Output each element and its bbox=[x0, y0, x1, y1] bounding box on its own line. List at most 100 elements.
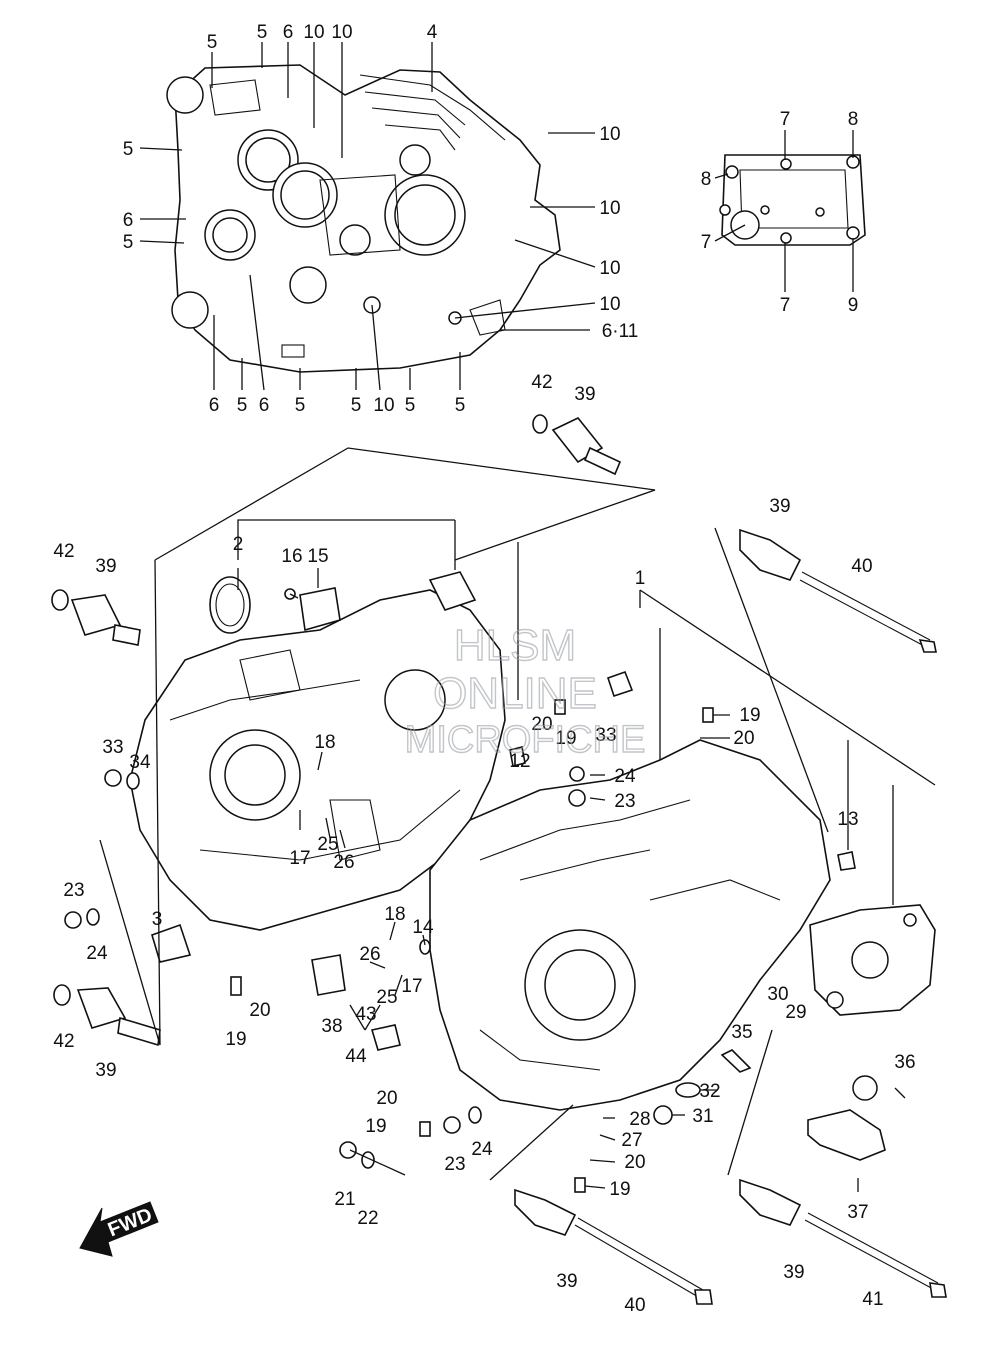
callout: 18 bbox=[314, 732, 335, 753]
leader-lines bbox=[99, 42, 936, 1192]
callout: 6 bbox=[283, 22, 294, 43]
callout: 39 bbox=[95, 1060, 116, 1081]
callout: 34 bbox=[129, 752, 151, 773]
callout: 6 bbox=[209, 395, 220, 416]
callout: 12 bbox=[509, 751, 530, 772]
callout: 24 bbox=[614, 766, 636, 787]
callout: 40 bbox=[851, 556, 872, 577]
fwd-arrow-icon: FWD bbox=[79, 1201, 159, 1257]
callout: 4 bbox=[427, 22, 438, 43]
callout: 5 bbox=[207, 32, 218, 53]
callout: 28 bbox=[629, 1109, 650, 1130]
callout: 31 bbox=[692, 1106, 713, 1127]
callout: 30 bbox=[767, 984, 788, 1005]
callout: 7 bbox=[701, 232, 712, 253]
callout: 19 bbox=[365, 1116, 386, 1137]
callout: 17 bbox=[401, 976, 422, 997]
callout: 32 bbox=[699, 1081, 720, 1102]
callout: 20 bbox=[531, 714, 552, 735]
callout: 22 bbox=[357, 1208, 378, 1229]
callout: 39 bbox=[556, 1271, 577, 1292]
callout: 43 bbox=[355, 1004, 376, 1025]
callout: 39 bbox=[783, 1262, 804, 1283]
callout: 39 bbox=[769, 496, 790, 517]
callout: 19 bbox=[225, 1029, 246, 1050]
callout: 33 bbox=[102, 737, 123, 758]
callout: 1 bbox=[635, 568, 646, 589]
callout: 5 bbox=[123, 232, 134, 253]
callout: 13 bbox=[837, 809, 858, 830]
callout: 18 bbox=[384, 904, 405, 925]
callout: 2 bbox=[233, 534, 244, 555]
callout: 24 bbox=[471, 1139, 493, 1160]
callout: 7 bbox=[780, 295, 791, 316]
callout: 38 bbox=[321, 1016, 342, 1037]
callout: 10 bbox=[599, 124, 620, 145]
callout: 7 bbox=[780, 109, 791, 130]
callout: 6 bbox=[123, 210, 134, 231]
callout: 39 bbox=[574, 384, 595, 405]
callout: 10 bbox=[599, 198, 620, 219]
callout: 42 bbox=[53, 1031, 74, 1052]
callout: 6 bbox=[259, 395, 270, 416]
callout: 23 bbox=[444, 1154, 465, 1175]
callout: 10 bbox=[599, 258, 620, 279]
callout: 20 bbox=[376, 1088, 397, 1109]
callout: 19 bbox=[609, 1179, 630, 1200]
callout: 5 bbox=[405, 395, 416, 416]
callout: 5 bbox=[257, 22, 268, 43]
watermark: HLSM ONLINE MICROFICHE bbox=[404, 620, 646, 761]
callout: 5 bbox=[295, 395, 306, 416]
callout: 26 bbox=[359, 944, 380, 965]
callout: 26 bbox=[333, 852, 354, 873]
callout: 9 bbox=[848, 295, 859, 316]
callout-labels: 5 5 6 10 10 4 5 6 5 10 10 10 10 6·11 6 5… bbox=[53, 22, 915, 1316]
callout: 5 bbox=[123, 139, 134, 160]
left-crankcase-half bbox=[129, 589, 506, 931]
watermark-line-3: MICROFICHE bbox=[405, 719, 646, 761]
callout: 24 bbox=[86, 943, 108, 964]
callout: 21 bbox=[334, 1189, 355, 1210]
callout: 39 bbox=[95, 556, 116, 577]
watermark-line-1: HLSM bbox=[454, 621, 576, 670]
cover-plate-view bbox=[719, 154, 866, 246]
callout: 6·11 bbox=[602, 321, 639, 342]
callout: 5 bbox=[237, 395, 248, 416]
callout: 17 bbox=[289, 848, 310, 869]
callout: 16 bbox=[281, 546, 302, 567]
callout: 3 bbox=[152, 909, 163, 930]
right-crankcase-half bbox=[429, 739, 831, 1111]
callout: 10 bbox=[373, 395, 394, 416]
callout: 10 bbox=[599, 294, 620, 315]
callout: 20 bbox=[249, 1000, 270, 1021]
callout: 41 bbox=[862, 1289, 883, 1310]
callout: 5 bbox=[455, 395, 466, 416]
side-cover bbox=[809, 904, 936, 1016]
callout: 44 bbox=[345, 1046, 367, 1067]
callout: 25 bbox=[317, 834, 338, 855]
callout: 15 bbox=[307, 546, 328, 567]
callout: 10 bbox=[303, 22, 324, 43]
callout: 33 bbox=[595, 725, 616, 746]
callout: 19 bbox=[555, 728, 576, 749]
crankcase-face-view bbox=[166, 64, 561, 373]
callout: 36 bbox=[894, 1052, 915, 1073]
mount-parts bbox=[51, 414, 947, 1305]
callout: 35 bbox=[731, 1022, 752, 1043]
callout: 42 bbox=[531, 372, 552, 393]
callout: 40 bbox=[624, 1295, 645, 1316]
callout: 10 bbox=[331, 22, 352, 43]
callout: 23 bbox=[614, 791, 635, 812]
callout: 5 bbox=[351, 395, 362, 416]
callout: 29 bbox=[785, 1002, 806, 1023]
watermark-line-2: ONLINE bbox=[433, 669, 597, 718]
callout: 42 bbox=[53, 541, 74, 562]
callout: 14 bbox=[412, 917, 434, 938]
callout: 37 bbox=[847, 1202, 868, 1223]
callout: 19 bbox=[739, 705, 760, 726]
callout: 8 bbox=[848, 109, 859, 130]
callout: 23 bbox=[63, 880, 84, 901]
callout: 27 bbox=[621, 1130, 642, 1151]
callout: 20 bbox=[733, 728, 754, 749]
